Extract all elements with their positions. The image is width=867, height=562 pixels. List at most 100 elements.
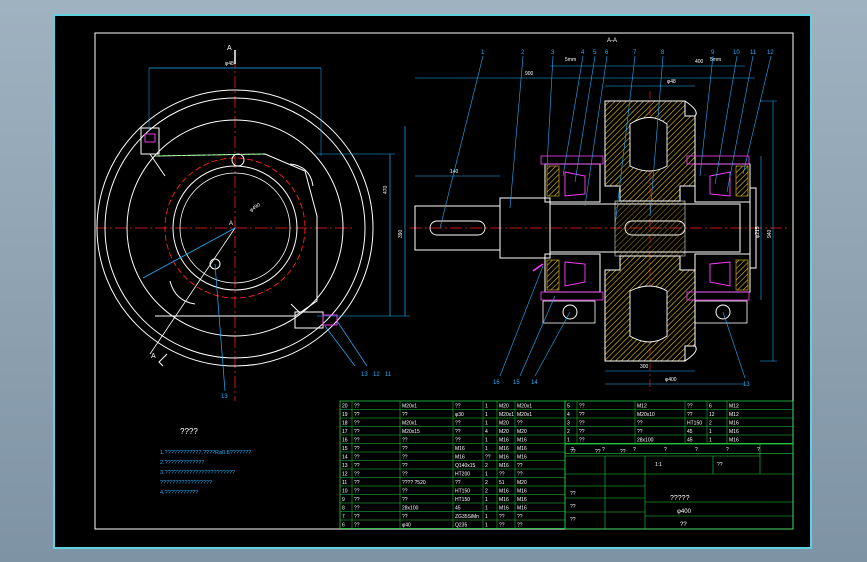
bom-cell: 1 [485,404,488,410]
bom-right-frame [564,400,794,444]
bom-cell: ?? [499,472,505,478]
grease-fitting [532,263,544,272]
bom-cell: 19 [342,412,348,418]
note-line-4: ????????????????? [160,480,212,486]
hub-circle [172,165,298,291]
part-numbers-top: 1 2 3 4 5 6 7 8 9 10 11 12 [481,50,774,56]
bom-cell: ?? [354,412,360,418]
bom-cell: M16 [517,446,527,452]
bom-right-cell: M12 [637,404,647,410]
bom-cell: 1 [485,421,488,427]
bom-right-cell: M16 [729,429,739,435]
top-bolt-nut [144,133,156,143]
bom-cell: 1 [485,497,488,503]
right-end-cap [749,187,757,269]
bom-cell: ?? [455,480,461,486]
tb-label-3: ?? [620,449,626,455]
bom-header-cell: ? [695,447,698,453]
plate-hidden-line [154,153,266,157]
bom-right-cell: 1 [709,429,712,435]
bom-cell: 11 [342,480,347,486]
bom-cell: ?? [402,455,408,461]
dim-right-b: φ215 [755,226,761,238]
bom-cell: ?? [402,446,408,452]
section-view: A-A 900 140 φ48 400 5mm 5mm 940 φ215 3 [410,38,790,391]
shaft-keyway [429,220,486,236]
bom-cell: M16 [455,446,465,452]
bottom-bolt-link [290,303,300,313]
bom-cell: ?? [354,480,360,486]
leader-left-bottom-b [324,325,356,367]
slot-arc-bottom [169,280,196,305]
bom-cell: 13 [342,463,348,469]
bom-cell: 20 [342,404,348,410]
bom-cell: M20 [499,421,509,427]
bom-right-cell: 6 [709,404,712,410]
bom-cell: M16 [499,489,509,495]
bom-cell: M20x1 [402,421,417,427]
dim-hub: φ48 [667,79,676,85]
leader-11 [726,55,754,193]
technical-notes: ???? 1.????????????,????Ra0.8??????? 2.?… [160,427,251,496]
bom-cell: ?? [402,438,408,444]
title-sheet: ?? [680,522,687,528]
bearing-plate-outline [154,153,318,317]
bom-right-cell: M20x10 [637,412,655,418]
leader-13 [722,311,746,379]
title-block-frame [564,443,794,530]
bom-header-cell: ? [633,447,636,453]
bom-right-cell: 3 [567,421,570,427]
bom-right-cell: 45 [687,429,693,435]
part-number-10: 10 [733,50,740,56]
left-bottom-bracket [542,300,596,324]
bom-cell: ?? [517,463,523,469]
bom-cell: ?? [455,421,461,427]
leader-3 [546,55,554,167]
bom-cell: 1 [485,514,488,520]
bom-cell: ZG35SiMn [455,514,479,520]
web-circle [126,119,344,337]
left-bolt-row-top [540,155,604,165]
flange-bottom [684,345,697,362]
leader-14 [534,311,571,377]
bom-cell: ?? [354,497,360,503]
bom-cell: M16 [517,497,527,503]
leader-16 [499,265,544,377]
bom-cell: 1 [485,446,488,452]
bom-cell: M20 [499,429,509,435]
rim-inner-circle [104,97,366,359]
part-number-14: 14 [531,380,538,386]
bom-cell: M16 [499,506,509,512]
right-cover-top [735,165,749,197]
bom-cell: 1 [485,472,488,478]
drawing-canvas: A A A φ48 φ490 470 390 13 12 [94,32,794,530]
bom-cell: M16 [517,438,527,444]
bom-cell: 6 [342,523,345,529]
bom-cell: ?? [402,412,408,418]
bom-right-cell: 1 [567,438,570,444]
right-bolt-row-bottom [686,291,750,301]
bom-cell: ?? [354,506,360,512]
bom-cell: HT150 [455,489,470,495]
section-arrow-bottom [158,353,168,367]
bom-cell: M16 [499,497,509,503]
leader-1 [439,55,484,229]
drawing-sheet: A A A φ48 φ490 470 390 13 12 [53,14,812,549]
bom-right-cell: ?? [579,438,585,444]
tb-label-5: ?? [570,504,576,510]
bom-right-cell: 45 [687,438,693,444]
dim-top-left: φ48 [225,61,234,67]
radius-leader [142,227,236,279]
bom-right-cell: 2 [567,429,570,435]
bom-right-cell: ?? [579,421,585,427]
bom-cell: ?? [455,429,461,435]
right-bearing-bottom [709,261,731,287]
bom-cell: ?? [517,514,523,520]
bom-cell: ?? [455,404,461,410]
note-line-1: 1.????????????,????Ra0.8??????? [160,450,251,456]
section-mark-top: A [227,45,232,52]
left-bearing-top [564,171,586,197]
bom-cell: M20 [517,429,527,435]
center-mark: A [229,221,233,227]
